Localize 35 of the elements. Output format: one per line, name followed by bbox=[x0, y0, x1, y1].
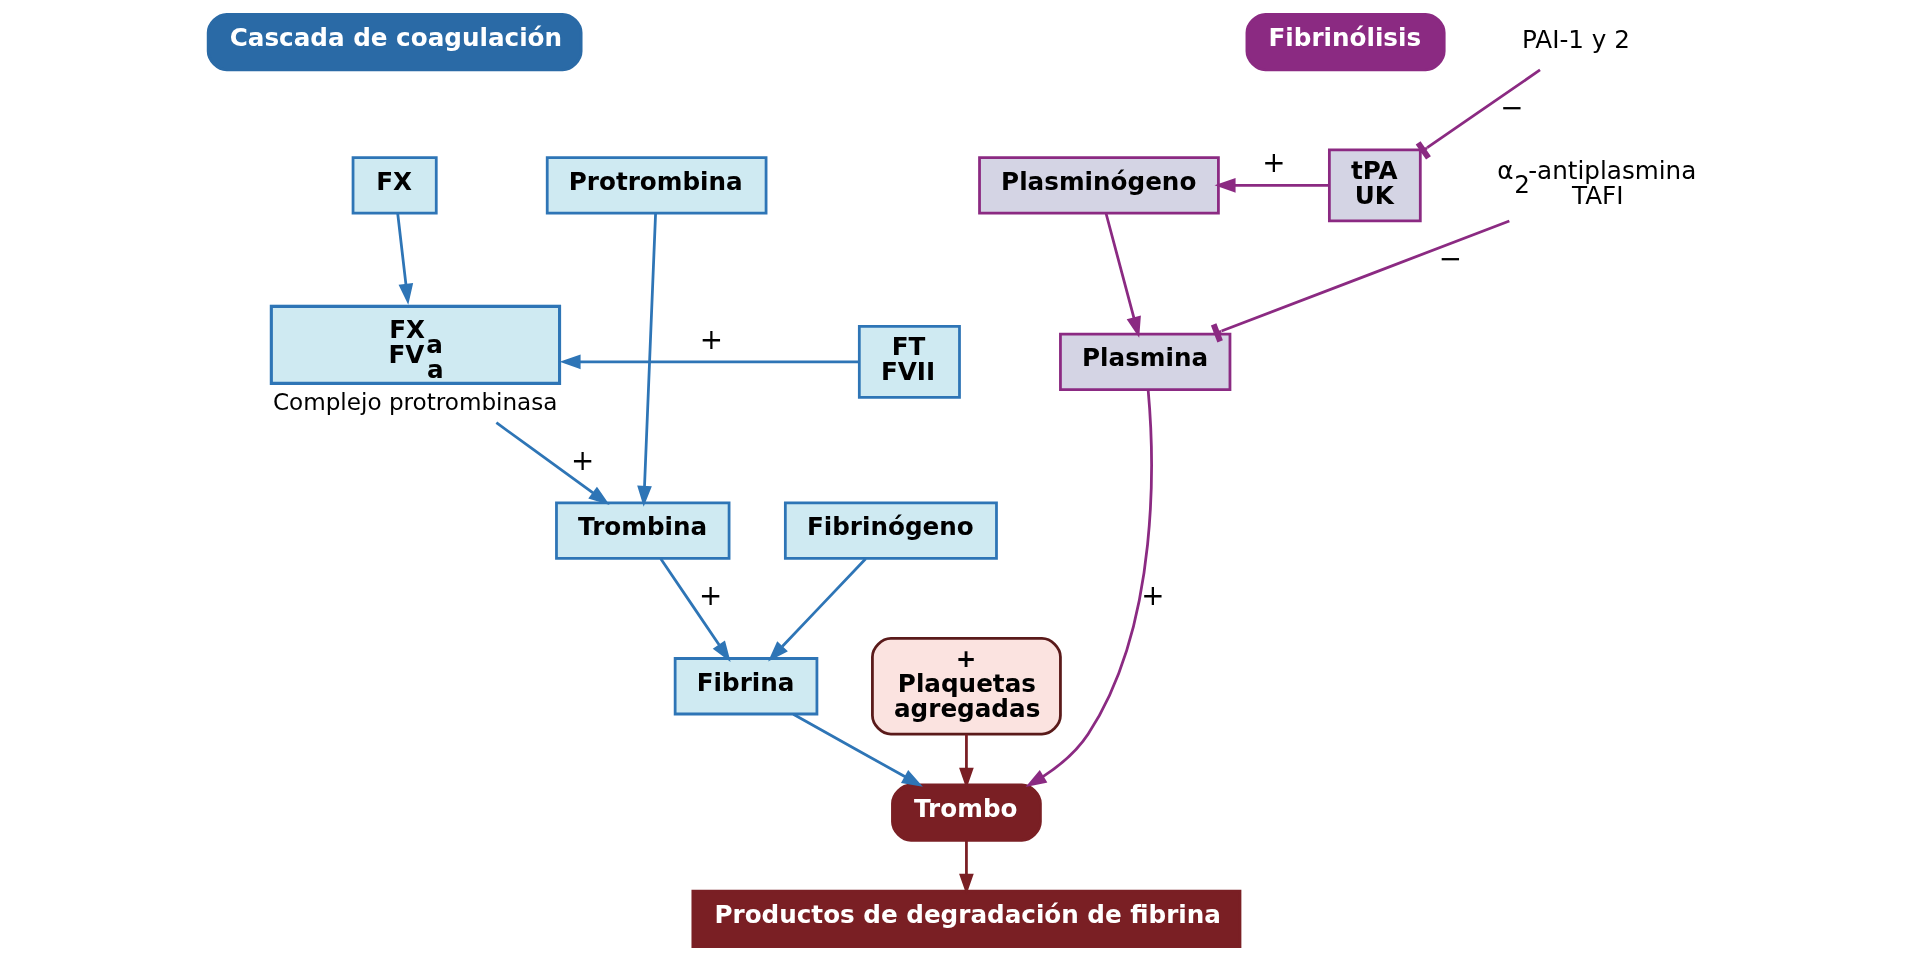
node-box: Trombina bbox=[555, 501, 731, 560]
arrow bbox=[792, 713, 923, 787]
arrow bbox=[396, 213, 414, 305]
node-box: FT FVII bbox=[857, 325, 961, 399]
arrow bbox=[1104, 212, 1141, 338]
node-box: Protrombina bbox=[545, 156, 768, 215]
node-box: tPA UK bbox=[1328, 148, 1422, 223]
node-box: Plasmina bbox=[1059, 332, 1232, 391]
arrow bbox=[768, 557, 867, 662]
node-box: Fibrinógeno bbox=[783, 501, 998, 560]
arrow bbox=[637, 213, 657, 507]
edge-label: + bbox=[1141, 579, 1165, 613]
edge-label: + bbox=[1262, 146, 1286, 180]
arrow bbox=[1025, 389, 1153, 788]
node-box: + Plaquetas agregadas bbox=[871, 637, 1062, 736]
node-box: Trombo bbox=[891, 783, 1042, 842]
node-label: Complejo protrombinasa bbox=[272, 388, 558, 415]
arrow bbox=[659, 557, 731, 662]
arrow bbox=[1214, 178, 1329, 193]
node-box: FX bbox=[351, 156, 438, 215]
node-text: PAI-1 y 2 bbox=[1522, 24, 1630, 54]
connector bbox=[1210, 219, 1510, 343]
arrow bbox=[495, 421, 610, 505]
edge-label: + bbox=[571, 443, 595, 477]
edge-label: − bbox=[1500, 90, 1524, 124]
arrow bbox=[559, 354, 860, 370]
node-box: Fibrina bbox=[673, 657, 819, 716]
connector bbox=[1415, 68, 1541, 160]
node-box: Plasminógeno bbox=[978, 156, 1220, 215]
node-box: Fibrinólisis bbox=[1245, 12, 1446, 72]
node-box: Cascada de coagulación bbox=[206, 12, 583, 72]
node-box: Productos de degradación de fibrina bbox=[691, 889, 1242, 949]
edge-label: + bbox=[699, 322, 723, 356]
edge-label: + bbox=[698, 579, 723, 613]
edge-label: − bbox=[1438, 241, 1462, 275]
